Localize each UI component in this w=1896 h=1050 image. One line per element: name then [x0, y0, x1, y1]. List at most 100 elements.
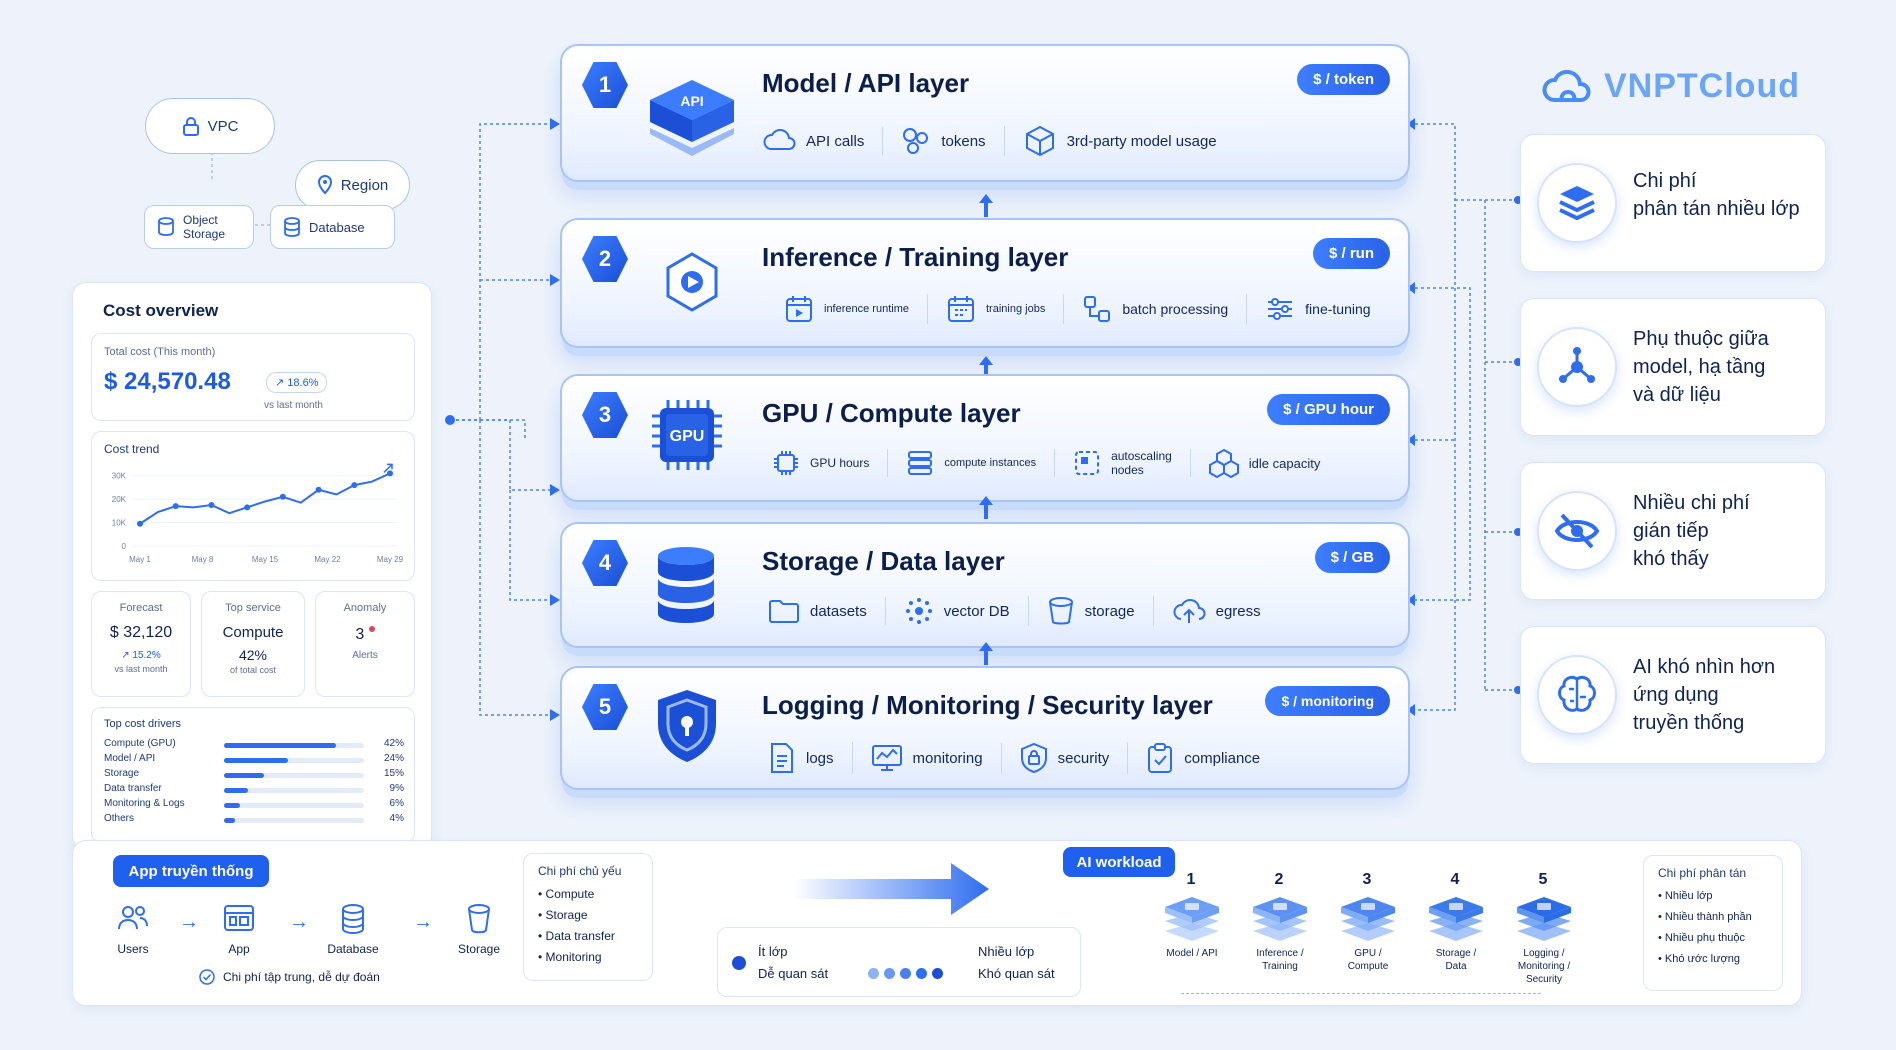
layer-3-badge: 3: [582, 392, 628, 438]
stack-label: Model / API: [1166, 948, 1218, 959]
driver-bar-track: [224, 788, 364, 793]
driver-bar-track: [224, 803, 364, 808]
driver-bar-track: [224, 773, 364, 778]
top-service-sub: of total cost: [229, 665, 277, 675]
pin-icon: [317, 175, 333, 195]
layer-3-item-label: idle capacity: [1248, 455, 1321, 471]
driver-bar: [224, 818, 235, 823]
layer-5-item-label: security: [1057, 749, 1110, 767]
flow-label: Database: [327, 942, 379, 956]
stack-layer-icon: [1161, 893, 1223, 943]
layer-3-item: GPU hours: [772, 449, 889, 477]
observability-box: Ít lớp Dễ quan sát Nhiều lớp Khó quan sá…: [717, 927, 1081, 997]
driver-name: Others: [104, 813, 135, 824]
tokens-icon: [901, 126, 931, 156]
trend-arrow-icon: [383, 463, 393, 473]
layer-4-item-label: vector DB: [943, 602, 1010, 620]
layer-4-item: datasets: [768, 597, 886, 625]
autoscale-icon: [1073, 449, 1101, 477]
layer-5-item-label: compliance: [1184, 749, 1261, 767]
flow-arrow: →: [289, 911, 309, 933]
sliders-icon: [1265, 294, 1295, 324]
driver-bar: [224, 788, 248, 793]
region-label: Region: [340, 176, 389, 194]
region-tag: Region: [295, 160, 410, 210]
cloud-upload-icon: [1172, 597, 1206, 625]
layer-5-title: Logging / Monitoring / Security layer: [762, 690, 1213, 720]
layer-5-item-label: logs: [806, 749, 834, 767]
left-connectors: [445, 118, 560, 721]
layer-2-item-label: fine-tuning: [1305, 301, 1371, 317]
database-label: Database: [309, 219, 365, 235]
layer-4-badge: 4: [582, 540, 628, 586]
y-tick-label: 30K: [112, 472, 127, 481]
layer-5-item: monitoring: [853, 743, 1002, 773]
driver-name: Data transfer: [104, 783, 162, 794]
arrow-up-icon: [979, 642, 993, 665]
api-cube-icon: API: [642, 76, 742, 160]
play-hexagon-icon: [662, 250, 722, 314]
layer-4-price: $ / GB: [1314, 542, 1390, 573]
bucket-icon: [157, 217, 175, 237]
layer-5-badge: 5: [582, 684, 628, 730]
layer-4-item: storage: [1029, 596, 1154, 626]
lock-icon: [182, 116, 200, 136]
object-storage-tag: Object Storage: [144, 205, 254, 249]
y-tick-label: 20K: [112, 495, 127, 504]
flow-node-users: Users: [103, 903, 163, 956]
driver-name: Storage: [104, 768, 140, 779]
batch-icon: [1082, 294, 1112, 324]
multi-dots-icon: [868, 968, 943, 979]
layer-1-item-label: API calls: [806, 132, 865, 150]
document-icon: [768, 742, 796, 774]
top-service-label: Top service: [225, 602, 281, 614]
layer-1-items: API calls tokens 3rd-party model usage: [762, 124, 1235, 158]
total-cost-label: Total cost (This month): [104, 346, 216, 358]
api-icon-text: API: [680, 93, 703, 109]
driver-pct: 42%: [383, 738, 404, 749]
main-cost-item: Data transfer: [538, 926, 638, 947]
layer-storage-data: 4 Storage / Data layer $ / GB datasets v…: [560, 522, 1410, 648]
easy-observe-label: Dễ quan sát: [758, 966, 829, 981]
driver-bar: [224, 803, 240, 808]
layer-4-item-label: datasets: [810, 602, 867, 620]
stack-layer-icon: [1249, 893, 1311, 943]
layer-1-item: API calls: [762, 127, 884, 155]
forecast-label: Forecast: [119, 602, 163, 614]
vpc-tag: VPC: [145, 98, 275, 154]
layer-1-badge: 1: [582, 62, 628, 108]
vector-icon: [904, 596, 934, 626]
insight-text: Chi phí phân tán nhiều lớp: [1633, 170, 1800, 220]
layers-stack-icon: [1537, 163, 1617, 243]
layer-5-items: logs monitoring security compliance: [768, 742, 1278, 774]
layer-3-price: $ / GPU hour: [1267, 394, 1390, 425]
layer-5-item: logs: [768, 742, 853, 774]
database-icon: [283, 217, 301, 237]
gpu-icon-text: GPU: [670, 428, 705, 445]
layer-2-item: fine-tuning: [1247, 294, 1388, 324]
layer-1-item: 3rd-party model usage: [1005, 124, 1235, 158]
x-tick-label: May 29: [377, 555, 404, 564]
distributed-costs-box: Chi phí phân tán Nhiều lớp Nhiều thành p…: [1643, 855, 1783, 991]
calendar-grid-icon: [946, 294, 976, 324]
x-tick-label: May 1: [129, 555, 151, 564]
cube-icon: [1023, 124, 1057, 158]
layer-2-item: inference runtime: [784, 294, 928, 324]
layer-4-item: vector DB: [886, 596, 1029, 626]
layer-logging-monitoring-security: 5 Logging / Monitoring / Security layer …: [560, 666, 1410, 790]
flow-label: App: [228, 942, 250, 956]
layer-5-item: compliance: [1128, 742, 1278, 774]
security-lock-icon: [1020, 742, 1048, 774]
chip-icon: [772, 449, 800, 477]
main-costs-box: Chi phí chủ yếu Compute Storage Data tra…: [523, 853, 653, 981]
dist-item: Nhiều thành phần: [1658, 907, 1768, 928]
layer-2-items: inference runtime training jobs batch pr…: [784, 294, 1389, 324]
right-connectors: [1407, 118, 1522, 716]
layer-gpu-compute: 3 GPU GPU / Compute layer $ / GPU hour G…: [560, 374, 1410, 502]
stack-num: 2: [1274, 871, 1284, 888]
layer-5-price: $ / monitoring: [1265, 686, 1390, 716]
total-change-badge: ↗ 18.6%: [266, 372, 328, 393]
layer-4-title: Storage / Data layer: [762, 546, 1005, 576]
forecast-sub: vs last month: [114, 664, 168, 674]
